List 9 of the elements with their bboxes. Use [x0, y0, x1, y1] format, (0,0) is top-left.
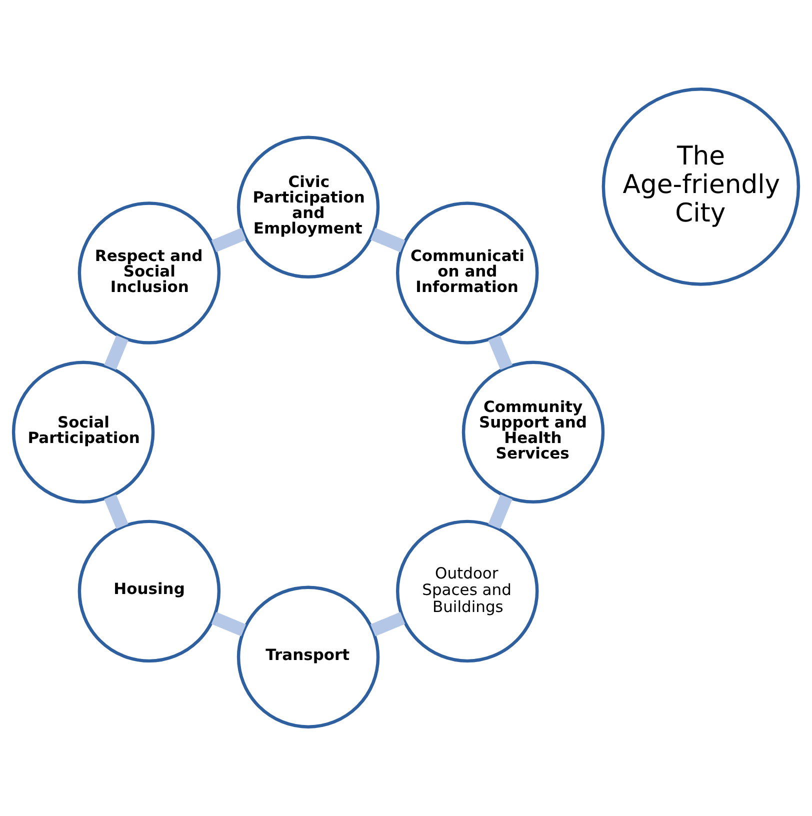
node-circle: Communicati on and Information [396, 202, 539, 344]
node-circle: Housing [78, 520, 221, 663]
node-circle: The Age-friendly City [602, 88, 800, 286]
node-circle: Civic Participation and Employment [236, 136, 380, 278]
node-circle: Social Participation [12, 360, 155, 504]
node-circle: Outdoor Spaces and Buildings [396, 520, 539, 663]
node-circle: Respect and Social Inclusion [78, 202, 221, 344]
node-circle: Transport [236, 586, 380, 728]
node-circle: Community Support and Health Services [462, 360, 605, 504]
